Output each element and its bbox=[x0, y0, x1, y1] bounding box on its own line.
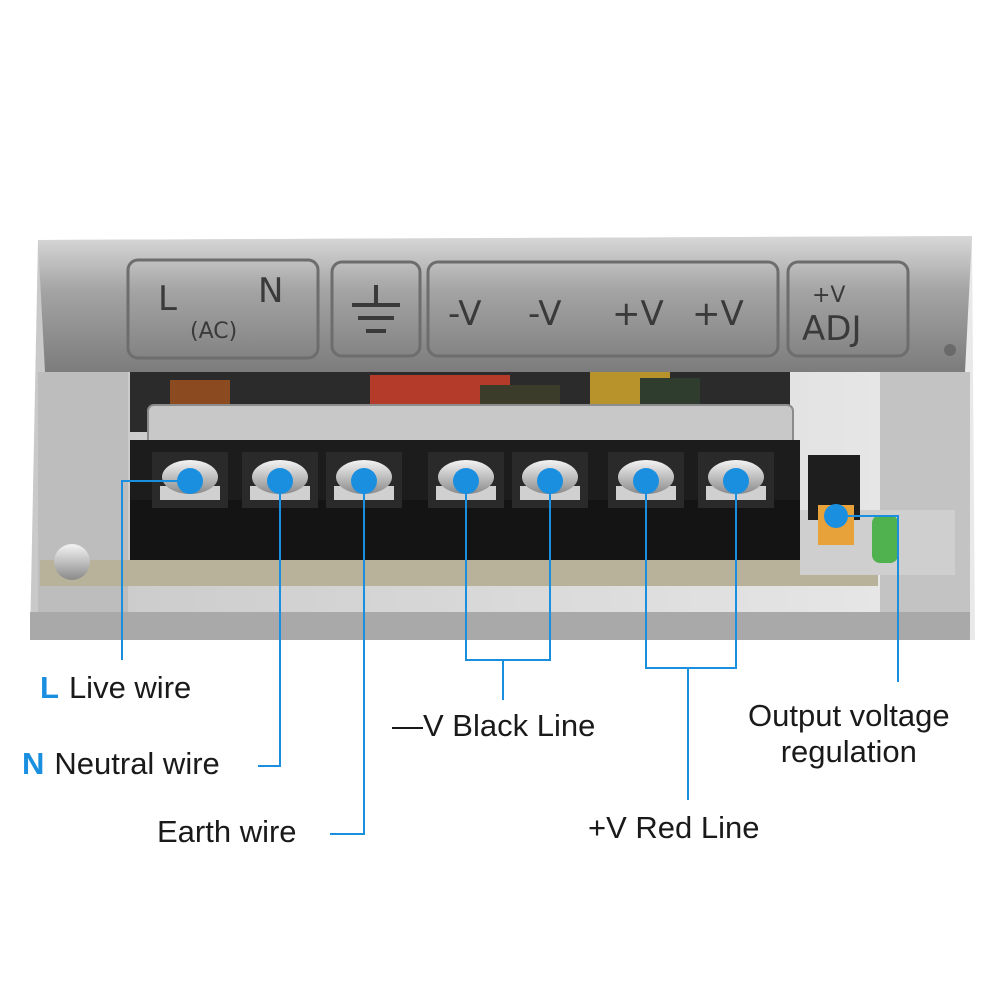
callout-live-letter: L bbox=[40, 670, 59, 705]
marker-dot-n bbox=[267, 468, 293, 494]
callout-live: L Live wire bbox=[40, 672, 191, 703]
leader-neutral bbox=[258, 481, 281, 767]
leader-live bbox=[121, 480, 190, 660]
callout-earth-text: Earth wire bbox=[157, 814, 297, 849]
stamp-plus-v-1: +V bbox=[612, 294, 664, 334]
callout-adj-line1: Output voltage bbox=[748, 698, 950, 733]
terminal-screws bbox=[152, 452, 774, 508]
mounting-screw-icon bbox=[54, 544, 90, 580]
callout-red-line: +V Red Line bbox=[588, 812, 759, 843]
leader-adj bbox=[836, 515, 899, 682]
stamp-minus-v-2: -V bbox=[528, 294, 562, 334]
earth-symbol-icon bbox=[352, 285, 400, 333]
callout-live-text: Live wire bbox=[68, 670, 192, 705]
leader-red bbox=[645, 481, 737, 669]
callout-earth: Earth wire bbox=[157, 816, 297, 847]
embossed-label-strip: L (AC) N -V -V +V +V +V ADJ bbox=[126, 258, 910, 360]
status-led bbox=[872, 515, 898, 563]
terminal-markers bbox=[177, 468, 848, 528]
marker-dot-l bbox=[177, 468, 203, 494]
callout-neutral-letter: N bbox=[22, 746, 45, 781]
marker-dot-adj bbox=[824, 504, 848, 528]
pcb-board-edge bbox=[40, 560, 878, 586]
callout-neutral-text: Neutral wire bbox=[54, 746, 220, 781]
callout-black-line: —V Black Line bbox=[392, 710, 595, 741]
marker-dot-minus-v-1 bbox=[453, 468, 479, 494]
leader-black bbox=[465, 481, 551, 661]
stamp-minus-v-1: -V bbox=[448, 294, 482, 334]
callout-black-text: —V Black Line bbox=[392, 708, 596, 743]
stamp-adj: ADJ bbox=[802, 309, 861, 349]
marker-dot-minus-v-2 bbox=[537, 468, 563, 494]
leader-lines bbox=[121, 480, 899, 835]
stamp-ac-label: L bbox=[158, 279, 177, 319]
stamp-n-label: N bbox=[258, 271, 283, 311]
leader-earth bbox=[330, 481, 365, 835]
callout-neutral: N Neutral wire bbox=[22, 748, 220, 779]
stamp-ac-sub: (AC) bbox=[190, 319, 237, 344]
callout-red-text: +V Red Line bbox=[588, 810, 760, 845]
marker-dot-plus-v-1 bbox=[633, 468, 659, 494]
marker-dot-earth bbox=[351, 468, 377, 494]
callout-voltage-adj: Output voltage regulation bbox=[748, 698, 950, 769]
stamp-plus-v-2: +V bbox=[692, 294, 744, 334]
stamp-adj-plus-v: +V bbox=[812, 283, 845, 308]
marker-dot-plus-v-2 bbox=[723, 468, 749, 494]
callout-adj-line2: regulation bbox=[780, 733, 917, 769]
